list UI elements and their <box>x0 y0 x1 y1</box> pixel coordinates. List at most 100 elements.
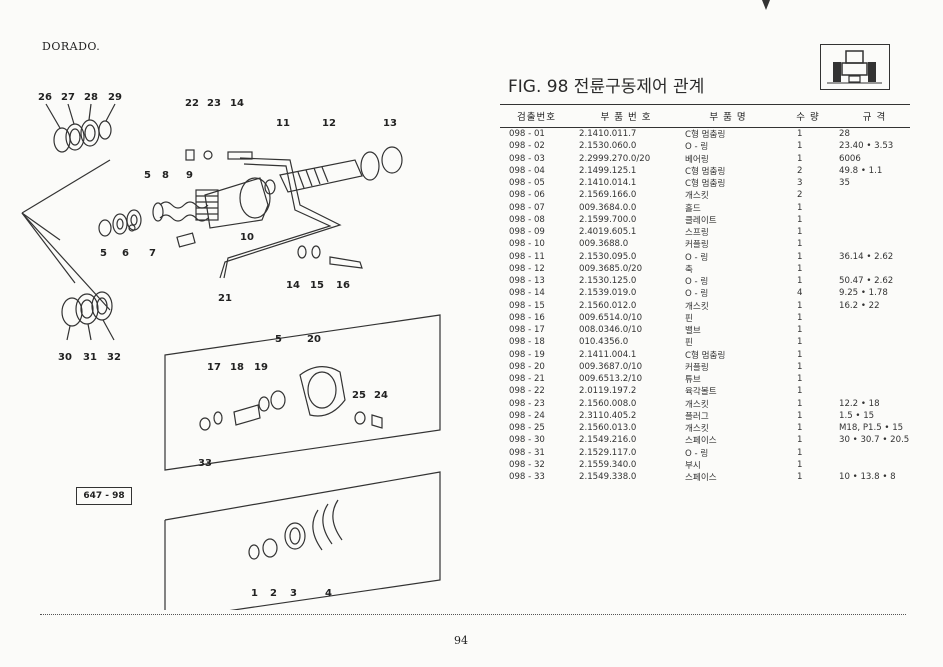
cell-qty: 1 <box>797 410 803 421</box>
cell-qty: 1 <box>797 423 803 434</box>
callout-5b: 5 <box>100 248 107 259</box>
cell-part-no: 008.0346.0/10 <box>579 325 643 336</box>
callout-15: 15 <box>310 280 324 291</box>
cell-qty: 1 <box>797 153 803 164</box>
cell-part-no: 2.1599.700.0 <box>579 214 637 225</box>
cell-spec: 50.47 • 2.62 <box>839 276 894 287</box>
cell-qty: 1 <box>797 312 803 323</box>
cell-part-no: 2.1410.011.7 <box>579 129 637 140</box>
cell-qty: 1 <box>797 337 803 348</box>
cell-part-name: 커플링 <box>685 240 709 251</box>
cell-part-name: 커플링 <box>685 362 709 373</box>
cell-part-name: 베어링 <box>685 154 709 165</box>
cell-part-no: 2.1410.014.1 <box>579 178 637 189</box>
exploded-parts-diagram: 26 27 28 29 22 23 14 11 12 13 5 8 9 10 5… <box>21 92 441 610</box>
callout-4: 4 <box>325 588 332 599</box>
cell-part-name: 튜브 <box>685 375 701 386</box>
callout-28: 28 <box>84 92 98 103</box>
callout-26: 26 <box>38 92 52 103</box>
cell-spec: 9.25 • 1.78 <box>839 288 888 299</box>
callout-16: 16 <box>336 280 350 291</box>
tractor-front-icon <box>820 44 890 90</box>
cell-qty: 1 <box>797 374 803 385</box>
cell-spec: 1.5 • 15 <box>839 410 875 421</box>
cell-spec <box>839 238 910 250</box>
callout-10: 10 <box>240 232 254 243</box>
cell-spec <box>839 189 910 201</box>
callout-25: 25 <box>352 390 366 401</box>
cell-ref-no: 098 - 02 <box>509 141 545 152</box>
cell-part-no: 2.1530.060.0 <box>579 141 637 152</box>
cell-ref-no: 098 - 09 <box>509 227 545 238</box>
cell-part-no: 2.1539.019.0 <box>579 288 637 299</box>
cell-ref-no: 098 - 18 <box>509 337 545 348</box>
cell-qty: 1 <box>797 300 803 311</box>
cell-ref-no: 098 - 06 <box>509 190 545 201</box>
callout-33: 33 <box>198 458 212 469</box>
cell-qty: 2 <box>797 165 803 176</box>
cell-part-name: 핀 <box>685 313 693 324</box>
cell-ref-no: 098 - 24 <box>509 410 545 421</box>
cell-ref-no: 098 - 03 <box>509 153 545 164</box>
cell-part-name: 축 <box>685 264 693 275</box>
callout-32: 32 <box>107 352 121 363</box>
cell-ref-no: 098 - 23 <box>509 398 545 409</box>
cell-ref-no: 098 - 04 <box>509 165 545 176</box>
callout-7: 7 <box>149 248 156 259</box>
cell-spec <box>839 324 910 336</box>
cell-part-no: 2.1560.013.0 <box>579 423 637 434</box>
cell-spec: 35 <box>839 178 850 189</box>
figure-title: FIG. 98 전륜구동제어 관계 <box>508 77 705 97</box>
cell-spec: 49.8 • 1.1 <box>839 165 883 176</box>
cell-part-no: 2.1530.095.0 <box>579 251 637 262</box>
cell-spec <box>839 263 910 275</box>
cell-part-no: 2.1560.008.0 <box>579 398 637 409</box>
cell-qty: 1 <box>797 227 803 238</box>
cell-part-name: C형 멈춤링 <box>685 166 726 177</box>
cell-part-no: 2.1559.340.0 <box>579 459 637 470</box>
callout-29: 29 <box>108 92 122 103</box>
cell-part-name: 부시 <box>685 460 701 471</box>
callout-5c: 5 <box>275 334 282 345</box>
cell-part-no: 2.1569.166.0 <box>579 190 637 201</box>
cell-part-no: 2.3110.405.2 <box>579 410 637 421</box>
cell-spec <box>839 312 910 324</box>
cell-ref-no: 098 - 21 <box>509 374 545 385</box>
cell-part-no: 2.1549.216.0 <box>579 435 637 446</box>
cell-part-name: 개스킷 <box>685 424 709 435</box>
col-header-part-name: 부 품 명 <box>679 104 777 128</box>
cell-part-name: C형 멈춤링 <box>685 130 726 141</box>
cell-qty: 3 <box>797 178 803 189</box>
brand-label: DORADO. <box>42 40 101 53</box>
footer-divider <box>40 614 906 615</box>
col-header-qty: 수 량 <box>777 104 839 128</box>
callout-22: 22 <box>185 98 199 109</box>
callout-24: 24 <box>374 390 388 401</box>
cell-spec <box>839 226 910 238</box>
callout-14b: 14 <box>286 280 300 291</box>
callout-11: 11 <box>276 118 290 129</box>
cell-qty: 1 <box>797 202 803 213</box>
callout-20: 20 <box>307 334 321 345</box>
callout-18: 18 <box>230 362 244 373</box>
diagram-code-box: 647 - 98 <box>76 487 132 505</box>
cell-spec <box>839 361 910 373</box>
cell-part-no: 009.6513.2/10 <box>579 374 643 385</box>
cell-part-name: 개스킷 <box>685 399 709 410</box>
cell-part-name: 클레이트 <box>685 215 717 226</box>
cell-ref-no: 098 - 12 <box>509 263 545 274</box>
cell-spec: 10 • 13.8 • 8 <box>839 472 896 483</box>
cell-part-name: 스페이스 <box>685 473 717 484</box>
cell-part-no: 009.6514.0/10 <box>579 312 643 323</box>
cell-spec: 23.40 • 3.53 <box>839 141 894 152</box>
cell-spec: 28 <box>839 129 850 140</box>
